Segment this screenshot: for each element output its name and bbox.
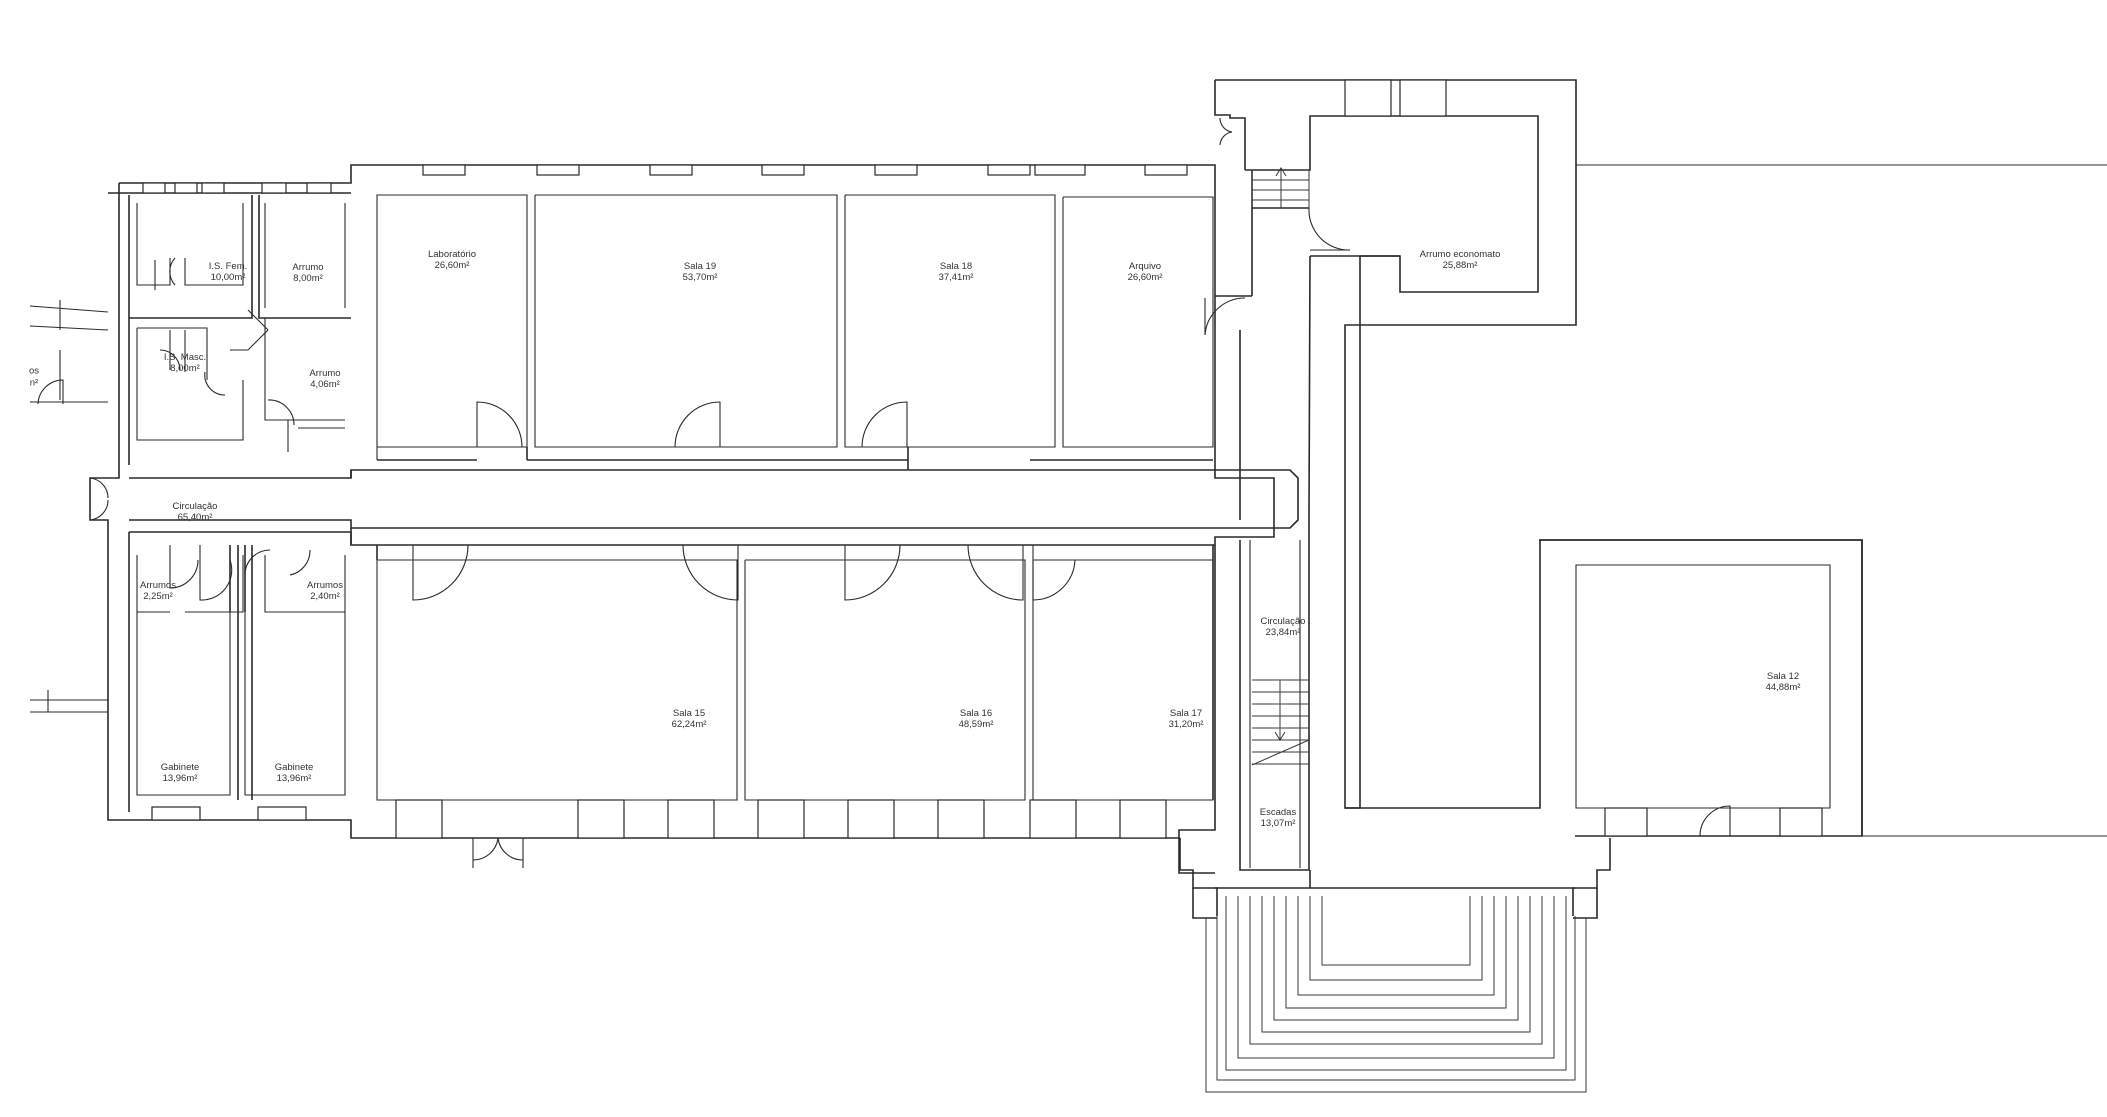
room-area: 13,07m² <box>1260 818 1296 829</box>
room-name: Sala 18 <box>939 261 973 272</box>
room-label-laboratorio: Laboratório 26,60m² <box>428 249 476 271</box>
room-label-sala19: Sala 19 53,70m² <box>683 261 718 283</box>
cropped-label-text: os <box>28 365 40 377</box>
room-label-circulacao-1: Circulação 65,40m² <box>173 501 218 523</box>
room-label-sala12: Sala 12 44,88m² <box>1766 671 1801 693</box>
room-label-circulacao-2: Circulação 23,84m² <box>1261 616 1306 638</box>
room-name: I.S. Masc. <box>163 352 207 363</box>
room-name: Arrumo <box>309 368 341 379</box>
room-area: 8,00m² <box>293 273 323 284</box>
room-name: Arquivo <box>1128 261 1162 272</box>
room-label-arrumo-economato: Arrumo economato 25,88m² <box>1420 249 1501 271</box>
doors <box>37 117 1731 868</box>
room-label-sala15: Sala 15 62,24m² <box>672 708 707 730</box>
central-core-walls <box>1214 79 1863 888</box>
room-name: Gabinete <box>274 762 314 773</box>
room-area: 48,59m² <box>958 719 994 730</box>
room-name: Arrumos <box>140 580 176 591</box>
lower-stair <box>1251 679 1310 766</box>
cropped-label-text: n² <box>29 377 39 389</box>
room-name: Arrumo <box>292 262 324 273</box>
room-name: I.S. Fem. <box>208 261 248 272</box>
room-area: 4,06m² <box>310 379 340 390</box>
room-area: 44,88m² <box>1765 682 1801 693</box>
room-name: Arrumos <box>307 580 343 591</box>
room-label-arquivo: Arquivo 26,60m² <box>1128 261 1163 283</box>
service-block-walls <box>129 195 351 800</box>
room-label-escadas: Escadas 13,07m² <box>1260 807 1296 829</box>
room-area: 37,41m² <box>938 272 974 283</box>
room-area: 2,25m² <box>143 591 173 602</box>
room-label-is-fem: I.S. Fem. 10,00m² <box>209 261 248 283</box>
room-area: 25,88m² <box>1442 260 1478 271</box>
room-label-arrumo-1: Arrumo 8,00m² <box>292 262 323 284</box>
east-wing-walls <box>1539 164 2107 837</box>
room-area: 13,96m² <box>162 773 198 784</box>
room-name: Arrumo economato <box>1419 249 1501 260</box>
windows <box>142 79 1823 839</box>
room-area: 62,24m² <box>671 719 707 730</box>
entrance-steps <box>1179 838 1611 1093</box>
room-area: 65,40m² <box>177 512 213 523</box>
room-label-gabinete-1: Gabinete 13,96m² <box>161 762 200 784</box>
room-area: 2,40m² <box>310 591 340 602</box>
room-area: 26,60m² <box>434 260 470 271</box>
room-label-is-masc: I.S. Masc. 8,00m² <box>164 352 206 374</box>
room-name: Escadas <box>1259 807 1297 818</box>
room-name: Circulação <box>172 501 218 512</box>
room-area: 13,96m² <box>276 773 312 784</box>
room-label-sala18: Sala 18 37,41m² <box>939 261 974 283</box>
room-label-arrumos-2: Arrumos 2,40m² <box>307 580 343 602</box>
room-name: Sala 17 <box>1169 708 1203 719</box>
room-label-gabinete-2: Gabinete 13,96m² <box>275 762 314 784</box>
west-stub-walls <box>29 300 109 713</box>
upper-stair <box>1251 167 1310 208</box>
room-area: 26,60m² <box>1127 272 1163 283</box>
room-name: Sala 12 <box>1766 671 1800 682</box>
room-area: 23,84m² <box>1265 627 1301 638</box>
room-name: Circulação <box>1260 616 1306 627</box>
room-label-sala17: Sala 17 31,20m² <box>1169 708 1204 730</box>
room-name: Laboratório <box>427 249 477 260</box>
west-wing-walls <box>89 164 1299 874</box>
room-area: 31,20m² <box>1168 719 1204 730</box>
room-area: 53,70m² <box>682 272 718 283</box>
room-name: Gabinete <box>160 762 200 773</box>
cropped-label-top: os <box>29 366 39 377</box>
room-name: Sala 19 <box>683 261 717 272</box>
room-area: 8,00m² <box>170 363 200 374</box>
room-label-arrumos-1: Arrumos 2,25m² <box>140 580 176 602</box>
room-name: Sala 15 <box>672 708 706 719</box>
room-label-arrumo-2: Arrumo 4,06m² <box>309 368 340 390</box>
cropped-label-bottom: n² <box>30 378 38 389</box>
room-area: 10,00m² <box>210 272 246 283</box>
room-label-sala16: Sala 16 48,59m² <box>959 708 994 730</box>
room-name: Sala 16 <box>959 708 993 719</box>
